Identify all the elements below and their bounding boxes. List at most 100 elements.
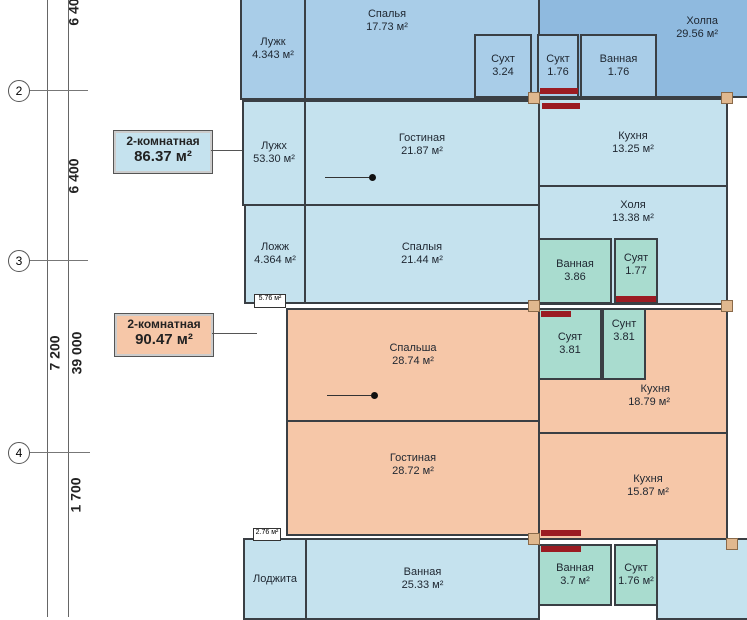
room-name: Гостиная — [398, 132, 446, 144]
room-name: Холя — [620, 198, 646, 211]
room-name: Суят — [557, 331, 583, 343]
room-name: Кухня — [640, 383, 670, 395]
room-area: 29.56 м² — [676, 28, 718, 40]
room-area: 25.33 м² — [401, 579, 444, 591]
marker-dot — [371, 392, 378, 399]
dimension-label: 6 400 — [65, 158, 82, 194]
vent-shaft — [541, 530, 581, 536]
vent-shaft — [541, 311, 571, 317]
room-name: Лоджита — [252, 572, 298, 585]
room-area: 18.79 м² — [628, 396, 670, 408]
axis-marker-4: 4 — [8, 442, 30, 464]
room-area: 15.87 м² — [627, 486, 669, 498]
column — [721, 300, 733, 312]
room-area: 21.44 м² — [401, 254, 443, 266]
room-name: Ванная — [556, 258, 594, 270]
room-name: Ложж — [261, 241, 289, 253]
axis-marker-2: 2 — [8, 80, 30, 102]
room-area: 13.38 м² — [612, 211, 654, 224]
apartment-area: 90.47 м² — [135, 331, 193, 348]
room-name: Гостиная — [389, 452, 437, 464]
room-name: Спалья — [367, 8, 407, 20]
room-unlabeled — [656, 538, 747, 620]
room-name: Лужк — [260, 36, 286, 48]
apartment-area: 86.37 м² — [134, 148, 192, 165]
room-area: 13.25 м² — [612, 142, 654, 155]
axis-marker-3: 3 — [8, 250, 30, 272]
dimension-label: 7 200 — [46, 335, 63, 371]
apartment-type: 2-комнатная — [126, 134, 200, 148]
room-area: 3.86 — [564, 271, 586, 283]
room-loggia[interactable]: Лоджита — [243, 538, 307, 620]
grid-line — [28, 90, 88, 91]
room-name: Ванная — [599, 53, 638, 65]
grid-line — [28, 452, 90, 453]
room-name: Ванная — [403, 566, 442, 578]
grid-line — [28, 260, 88, 261]
room-name: Сукт — [546, 53, 570, 65]
vent-shaft — [540, 88, 578, 94]
room-area: 3.81 — [559, 344, 581, 356]
column — [726, 538, 738, 550]
vent-shaft — [616, 296, 656, 302]
room-name: Кухня — [618, 129, 648, 142]
room-name: Суят — [623, 252, 649, 264]
room-area: 53.30 м² — [253, 153, 295, 165]
room-area: 1.76 — [607, 66, 630, 78]
apartment-callout-86[interactable]: 2-комнатная 86.37 м² — [113, 130, 213, 174]
room-name: Спалыя — [401, 241, 443, 253]
room-area: 3.81 — [613, 331, 635, 343]
room-area: 21.87 м² — [401, 145, 443, 157]
column — [528, 92, 540, 104]
room-name: Спальша — [389, 342, 437, 354]
room-name: Сунт — [611, 318, 637, 330]
room-name: Кухня — [633, 473, 663, 485]
room-name: Ванная — [556, 562, 594, 574]
room-area: 1.77 — [625, 265, 647, 277]
room-area: 28.74 м² — [392, 355, 434, 367]
room-area: 3.24 — [492, 66, 514, 78]
leader-line — [212, 333, 257, 334]
room-area: 1.76 — [547, 66, 569, 78]
apartment-type: 2-комнатная — [127, 317, 201, 331]
dimension-line — [68, 0, 69, 617]
room-area: 4.343 м² — [252, 49, 294, 61]
dimension-label: 6 40 — [65, 0, 82, 26]
marker-line — [325, 177, 369, 178]
room-name: Холпа — [686, 15, 718, 27]
dimension-line — [47, 0, 48, 617]
small-area-label: 2.76 м² — [253, 528, 281, 541]
room-area: 1.76 м² — [618, 575, 654, 587]
dimension-label: 39 000 — [68, 331, 85, 375]
column — [528, 533, 540, 545]
room-name: Сухт — [491, 53, 515, 65]
room-area: 4.364 м² — [254, 254, 296, 266]
room-area: 3.7 м² — [560, 575, 590, 587]
column — [528, 300, 540, 312]
room-name: Лужх — [261, 140, 287, 152]
marker-dot — [369, 174, 376, 181]
apartment-callout-90[interactable]: 2-комнатная 90.47 м² — [114, 313, 214, 357]
room-name: Сукт — [624, 562, 648, 574]
column — [721, 92, 733, 104]
room-area: 28.72 м² — [392, 465, 434, 477]
